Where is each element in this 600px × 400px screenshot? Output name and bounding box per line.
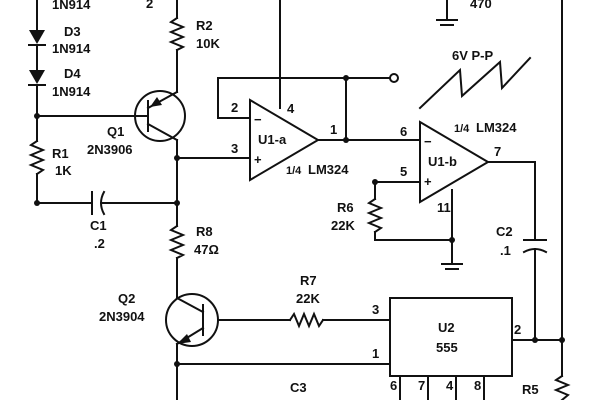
r8-ref-label: R8 (196, 224, 213, 239)
d3-ref-label: D3 (64, 24, 81, 39)
u2-pin-8: 8 (474, 378, 481, 393)
u1b-fraction-label: 1/4 (454, 123, 470, 135)
u1a-part-label: LM324 (308, 162, 349, 177)
q2-transistor (165, 293, 219, 347)
u1b-plus-sign: + (424, 174, 432, 189)
waveform-label: 6V P-P (452, 48, 494, 63)
r5-ref-label: R5 (522, 382, 539, 397)
d3-part-label: 1N914 (52, 41, 91, 56)
u2-pin-4: 4 (446, 378, 454, 393)
r2-resistor (168, 0, 186, 93)
q1-transistor (134, 90, 186, 142)
u1a-pin-2: 2 (231, 100, 238, 115)
r7-value-label: 22K (296, 291, 320, 306)
top-left-fragment: 2 (146, 0, 153, 11)
u1b-part-label: LM324 (476, 120, 517, 135)
u1b-ref-label: U1-b (428, 154, 457, 169)
u2-pin-6: 6 (390, 378, 397, 393)
u1a-plus-sign: + (254, 152, 262, 167)
u1a-pin-4: 4 (287, 101, 295, 116)
q1-part-label: 2N3906 (87, 142, 133, 157)
u2-pin-2: 2 (514, 322, 521, 337)
u2-pin-7: 7 (418, 378, 425, 393)
q1-ref-label: Q1 (107, 124, 124, 139)
c2-capacitor (522, 239, 548, 341)
r2-value-label: 10K (196, 36, 220, 51)
u1a-pin-1: 1 (330, 122, 337, 137)
u2-pin-1: 1 (372, 346, 379, 361)
r7-resistor (288, 311, 391, 329)
u1b-opamp (374, 120, 536, 265)
u1b-pin-5: 5 (400, 164, 407, 179)
top-cap-value: 470 (470, 0, 492, 11)
r1-resistor (28, 115, 46, 204)
u1b-ground (441, 263, 463, 270)
r7-ref-label: R7 (300, 273, 317, 288)
d2-part-label: 1N914 (52, 0, 91, 12)
u1b-pin-7: 7 (494, 144, 501, 159)
top-ground (436, 0, 458, 26)
r6-resistor (366, 197, 453, 241)
c3-ref-label: C3 (290, 380, 307, 395)
c2-ref-label: C2 (496, 224, 513, 239)
r2-ref-label: R2 (196, 18, 213, 33)
q2-ref-label: Q2 (118, 291, 135, 306)
u1a-ref-label: U1-a (258, 132, 287, 147)
r8-resistor (168, 224, 186, 299)
sawtooth-waveform (418, 56, 532, 110)
u2-pin-3: 3 (372, 302, 379, 317)
u1a-opamp (217, 0, 421, 182)
u2-ref-label: U2 (438, 320, 455, 335)
c1-value-label: .2 (94, 236, 105, 251)
u1b-pin-11: 11 (437, 200, 451, 215)
u1b-pin-6: 6 (400, 124, 407, 139)
r6-value-label: 22K (331, 218, 355, 233)
c1-capacitor (91, 190, 178, 216)
d4-ref-label: D4 (64, 66, 81, 81)
r6-ref-label: R6 (337, 200, 354, 215)
r5-resistor (553, 339, 571, 400)
r8-value-label: 47Ω (194, 242, 219, 257)
c1-ref-label: C1 (90, 218, 107, 233)
u1a-fraction-label: 1/4 (286, 165, 302, 177)
output-terminal (389, 73, 399, 83)
c2-value-label: .1 (500, 243, 511, 258)
u1b-minus-sign: − (424, 134, 432, 149)
diode-string (28, 0, 46, 117)
u1a-minus-sign: − (254, 112, 262, 127)
u1a-pin-3: 3 (231, 141, 238, 156)
d4-part-label: 1N914 (52, 84, 91, 99)
r1-ref-label: R1 (52, 146, 69, 161)
u2-part-label: 555 (436, 340, 458, 355)
r1-value-label: 1K (55, 163, 72, 178)
q2-part-label: 2N3904 (99, 309, 145, 324)
